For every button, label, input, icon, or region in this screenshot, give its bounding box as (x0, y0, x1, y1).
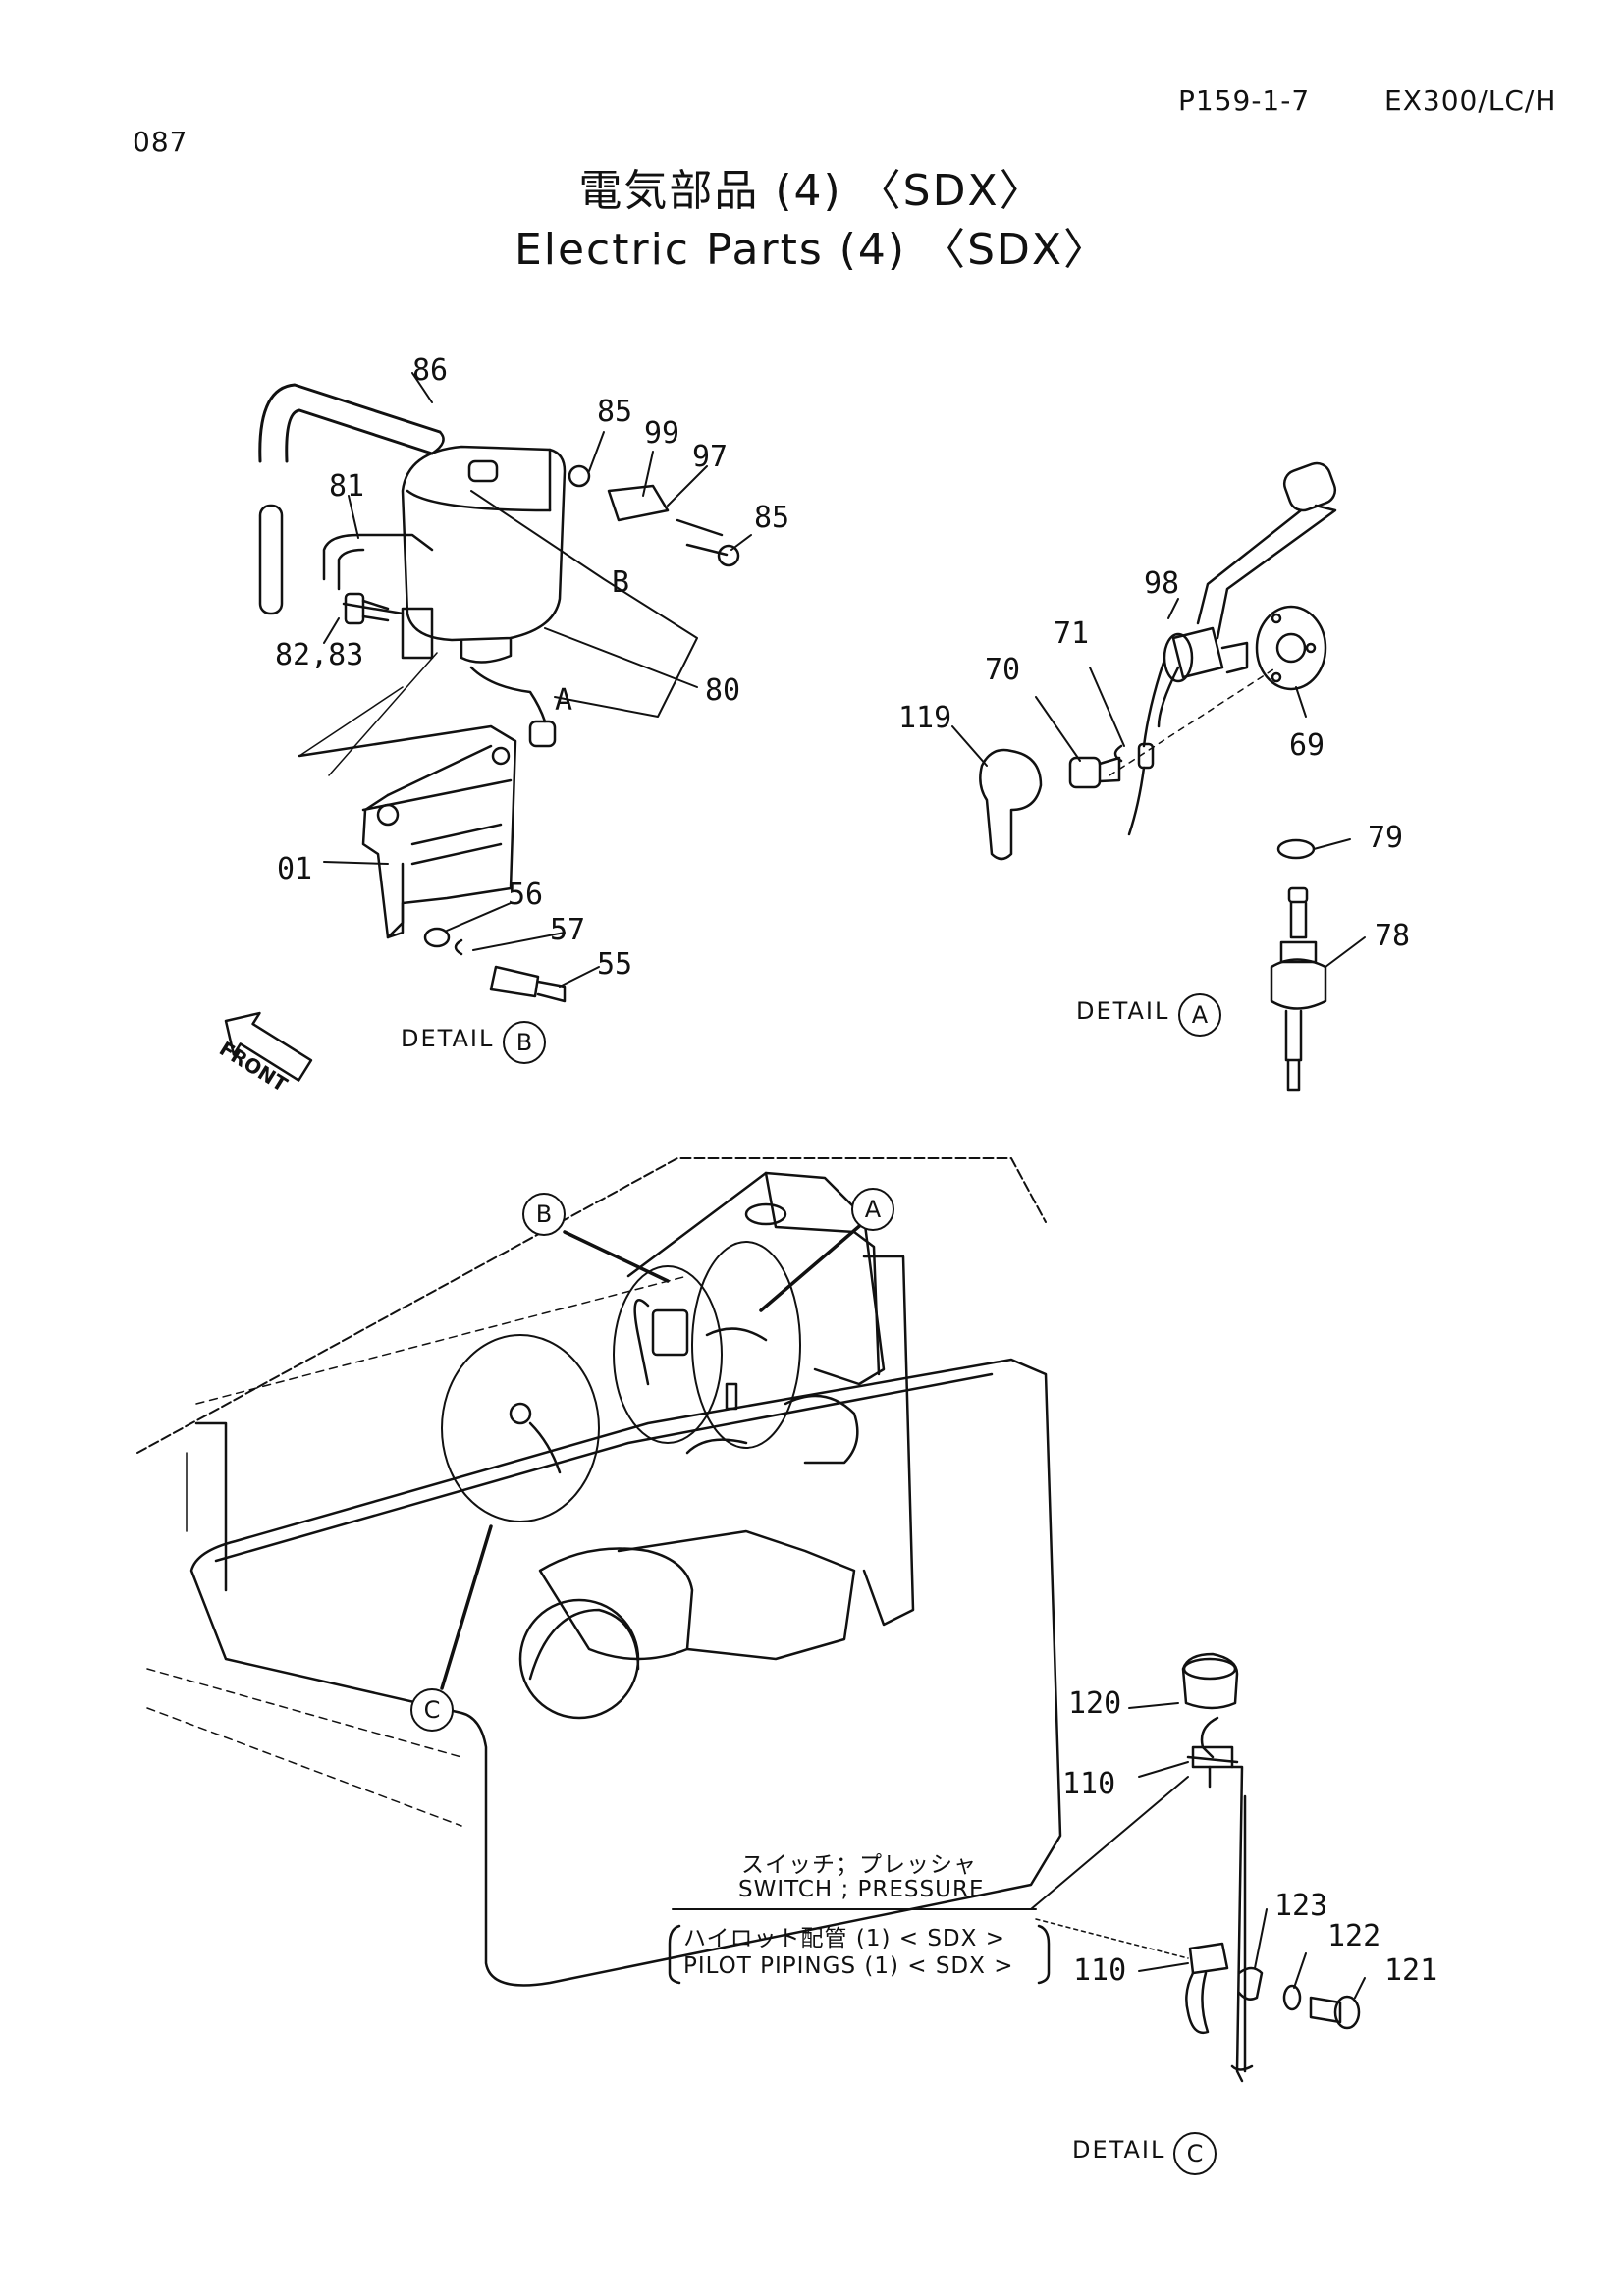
part-label-79: 79 (1368, 821, 1404, 855)
part-label-85-lower: 85 (754, 501, 790, 535)
part-label-80: 80 (705, 673, 741, 708)
part-label-120: 120 (1068, 1686, 1122, 1721)
detail-b-prefix: DETAIL (401, 1025, 495, 1052)
detail-c-prefix: DETAIL (1072, 2136, 1166, 2163)
drawing-number: P159-1-7 (1178, 84, 1311, 117)
detail-b-heading: DETAIL (401, 1025, 494, 1052)
detail-c-drawing (668, 1652, 1366, 2083)
inline-letter-b: B (612, 565, 630, 600)
part-label-99: 99 (644, 416, 680, 451)
inline-letter-a: A (555, 683, 573, 718)
part-label-82-83: 82,83 (275, 638, 364, 672)
part-label-98: 98 (1144, 566, 1180, 601)
detail-b-drawing (258, 372, 752, 1003)
callout-c-main: C (410, 1688, 454, 1732)
part-label-55: 55 (597, 947, 633, 982)
note-pilot-en: PILOT PIPINGS (1) < SDX > (683, 1953, 1014, 1979)
detail-c-circle: C (1173, 2132, 1217, 2175)
part-label-86: 86 (412, 353, 449, 388)
detail-c-heading: DETAIL (1072, 2136, 1165, 2163)
part-label-122: 122 (1327, 1919, 1381, 1953)
page-code: 087 (133, 126, 189, 158)
part-label-121: 121 (1384, 1953, 1438, 1988)
part-label-56: 56 (508, 878, 544, 912)
part-label-57: 57 (550, 913, 586, 947)
part-label-81: 81 (329, 469, 365, 504)
part-label-85-upper: 85 (597, 395, 633, 429)
part-label-71: 71 (1054, 616, 1090, 651)
part-label-70: 70 (985, 653, 1021, 687)
note-switch-jp: スイッチ；プレッシャ (741, 1852, 977, 1878)
part-label-01: 01 (277, 852, 313, 886)
detail-a-heading: DETAIL (1076, 997, 1169, 1025)
model-code: EX300/LC/H (1384, 84, 1557, 117)
title-japanese: 電気部品 (4) 〈SDX〉 (578, 166, 1045, 216)
part-label-123: 123 (1274, 1889, 1328, 1923)
front-arrow (224, 1011, 313, 1082)
part-label-69: 69 (1289, 728, 1325, 763)
part-label-110-lower: 110 (1073, 1953, 1127, 1988)
detail-a-circle: A (1178, 993, 1221, 1037)
part-label-119: 119 (898, 701, 952, 735)
detail-b-circle: B (503, 1021, 546, 1064)
machine-overview (136, 1157, 1062, 1987)
part-label-78: 78 (1375, 919, 1411, 953)
callout-a-main: A (851, 1188, 894, 1231)
detail-a-drawing (951, 461, 1366, 1092)
note-switch-en: SWITCH ; PRESSURE (738, 1877, 985, 1902)
part-label-97: 97 (692, 440, 729, 474)
note-pilot-jp: ハイロット配管 (1) < SDX > (683, 1926, 1005, 1951)
title-english: Electric Parts (4) 〈SDX〉 (514, 225, 1109, 275)
callout-b-main: B (522, 1193, 566, 1236)
part-label-110-upper: 110 (1062, 1767, 1116, 1801)
detail-a-prefix: DETAIL (1076, 997, 1170, 1025)
